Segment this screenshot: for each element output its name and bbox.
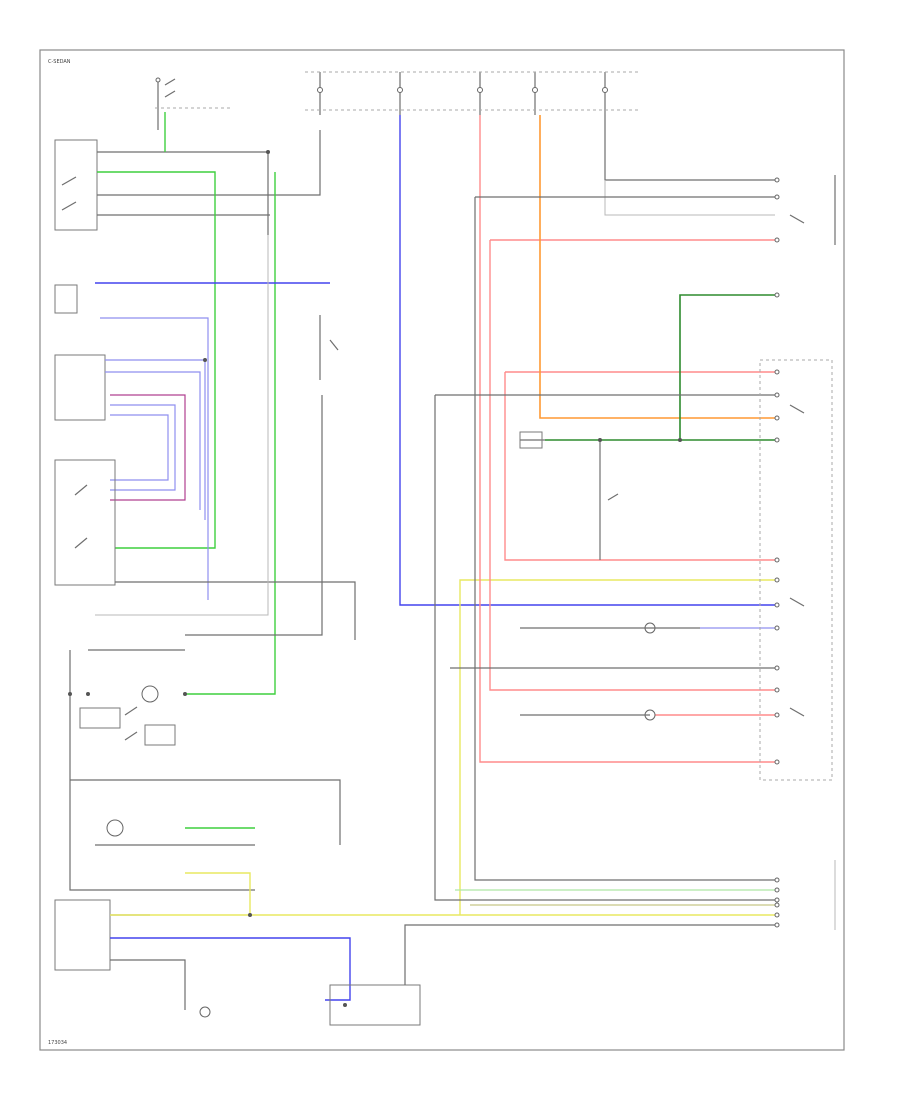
left-relay-area <box>69 649 341 891</box>
gray-wire-right-b <box>604 180 775 216</box>
gray-wire-d <box>185 395 323 636</box>
yellow-wire-left <box>185 872 251 915</box>
gray-wire-right-d <box>474 197 775 881</box>
top-fuse-block <box>155 71 640 130</box>
yellow-wire-right <box>459 579 775 915</box>
bottom-left-module <box>54 899 351 1018</box>
red-wire-a <box>479 115 775 763</box>
blue-wire-center <box>399 115 775 606</box>
bottom-center-module <box>329 924 775 1026</box>
switch-cluster <box>54 459 356 640</box>
corner-label: C-SEDAN <box>48 59 71 65</box>
red-wire-e <box>504 372 775 561</box>
switch-right-a <box>789 214 805 224</box>
dkgreen-wire-a <box>679 294 775 440</box>
right-module-outline <box>759 359 833 781</box>
mid-components <box>519 431 700 721</box>
right-connector-pins <box>774 177 780 928</box>
switch-right-d <box>789 707 805 717</box>
green-wire-left <box>97 171 216 549</box>
orange-wire <box>539 115 775 419</box>
gray-wire-right-f <box>434 395 775 901</box>
switch-c <box>329 339 339 351</box>
gray-wire-right-a <box>604 115 775 181</box>
junction-dots <box>68 438 682 917</box>
diagram-border <box>39 49 845 1051</box>
switch-right-b <box>789 404 805 414</box>
left-module-a <box>54 284 209 600</box>
light-wire-a <box>95 235 269 616</box>
red-wire-c <box>489 240 775 691</box>
footer-code: 173034 <box>48 1040 67 1046</box>
switch-right-c <box>789 597 805 607</box>
green-wire-lower <box>185 172 276 695</box>
left-relay-box <box>54 130 321 235</box>
